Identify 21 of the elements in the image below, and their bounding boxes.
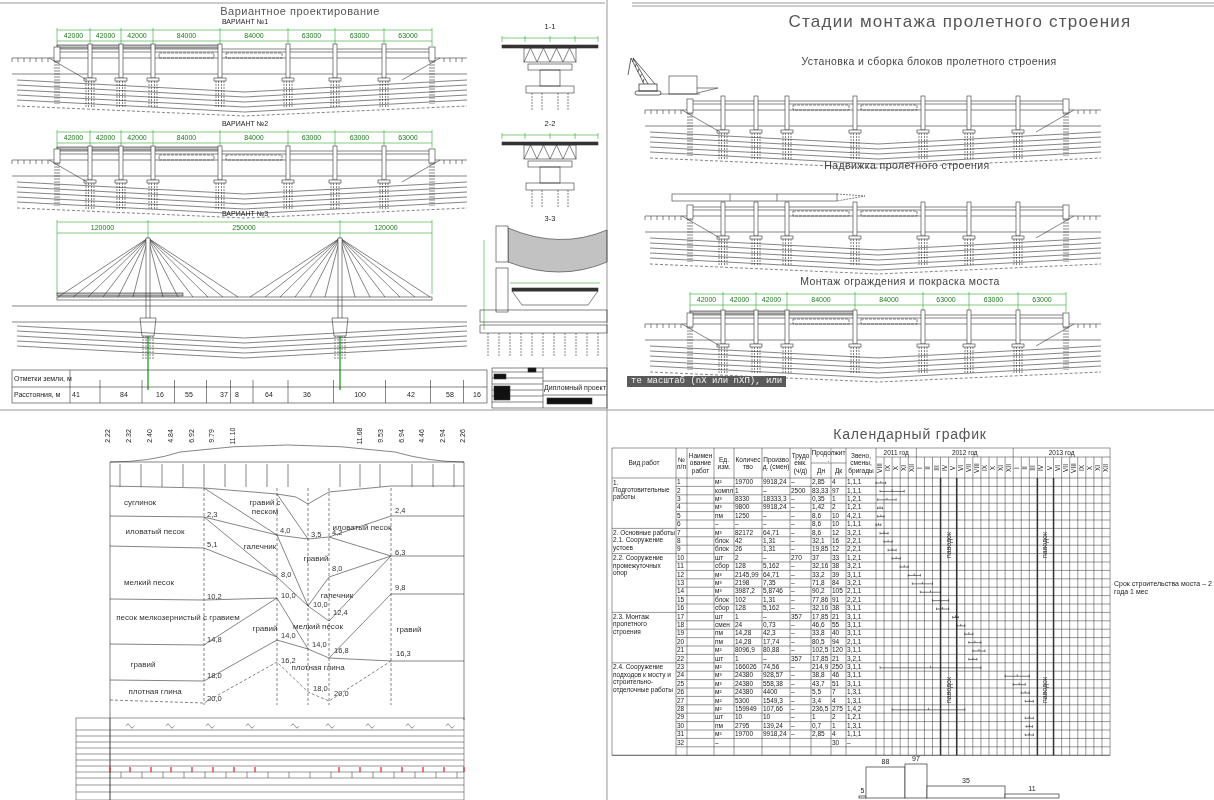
soil-label: галечник [320, 591, 354, 601]
sheet-title: Календарный график [833, 425, 987, 443]
sheet-title: Стадии монтажа пролетного строения [788, 12, 1132, 32]
soil-label: гравий [130, 660, 156, 670]
soil-label: иловатый песок [125, 527, 185, 537]
soil-label: гравий [252, 624, 278, 634]
stage-heading: Монтаж ограждения и покраска моста [800, 274, 1000, 288]
sheet-title: Вариантное проектирование [220, 4, 380, 18]
soil-label: мелкий песок [124, 578, 174, 588]
command-prompt: те масштаб (nX или nXП), или [627, 376, 787, 387]
soil-label: гравий [396, 625, 422, 635]
soil-label: гравий [303, 554, 329, 564]
stage-heading: Установка и сборка блоков пролетного строения [801, 54, 1057, 68]
soil-label: плотная глина [291, 663, 345, 673]
soil-label: галечник [243, 542, 277, 552]
soil-label: мелкий песок [293, 622, 343, 632]
soil-label: песок мелкозернистый с гравием [116, 613, 240, 623]
soil-label: плотная глина [128, 687, 182, 697]
soil-label: суглинок [123, 498, 157, 508]
soil-label: гравий с песком [248, 497, 282, 517]
stage-heading: Надвижка пролетного строения [824, 158, 990, 172]
